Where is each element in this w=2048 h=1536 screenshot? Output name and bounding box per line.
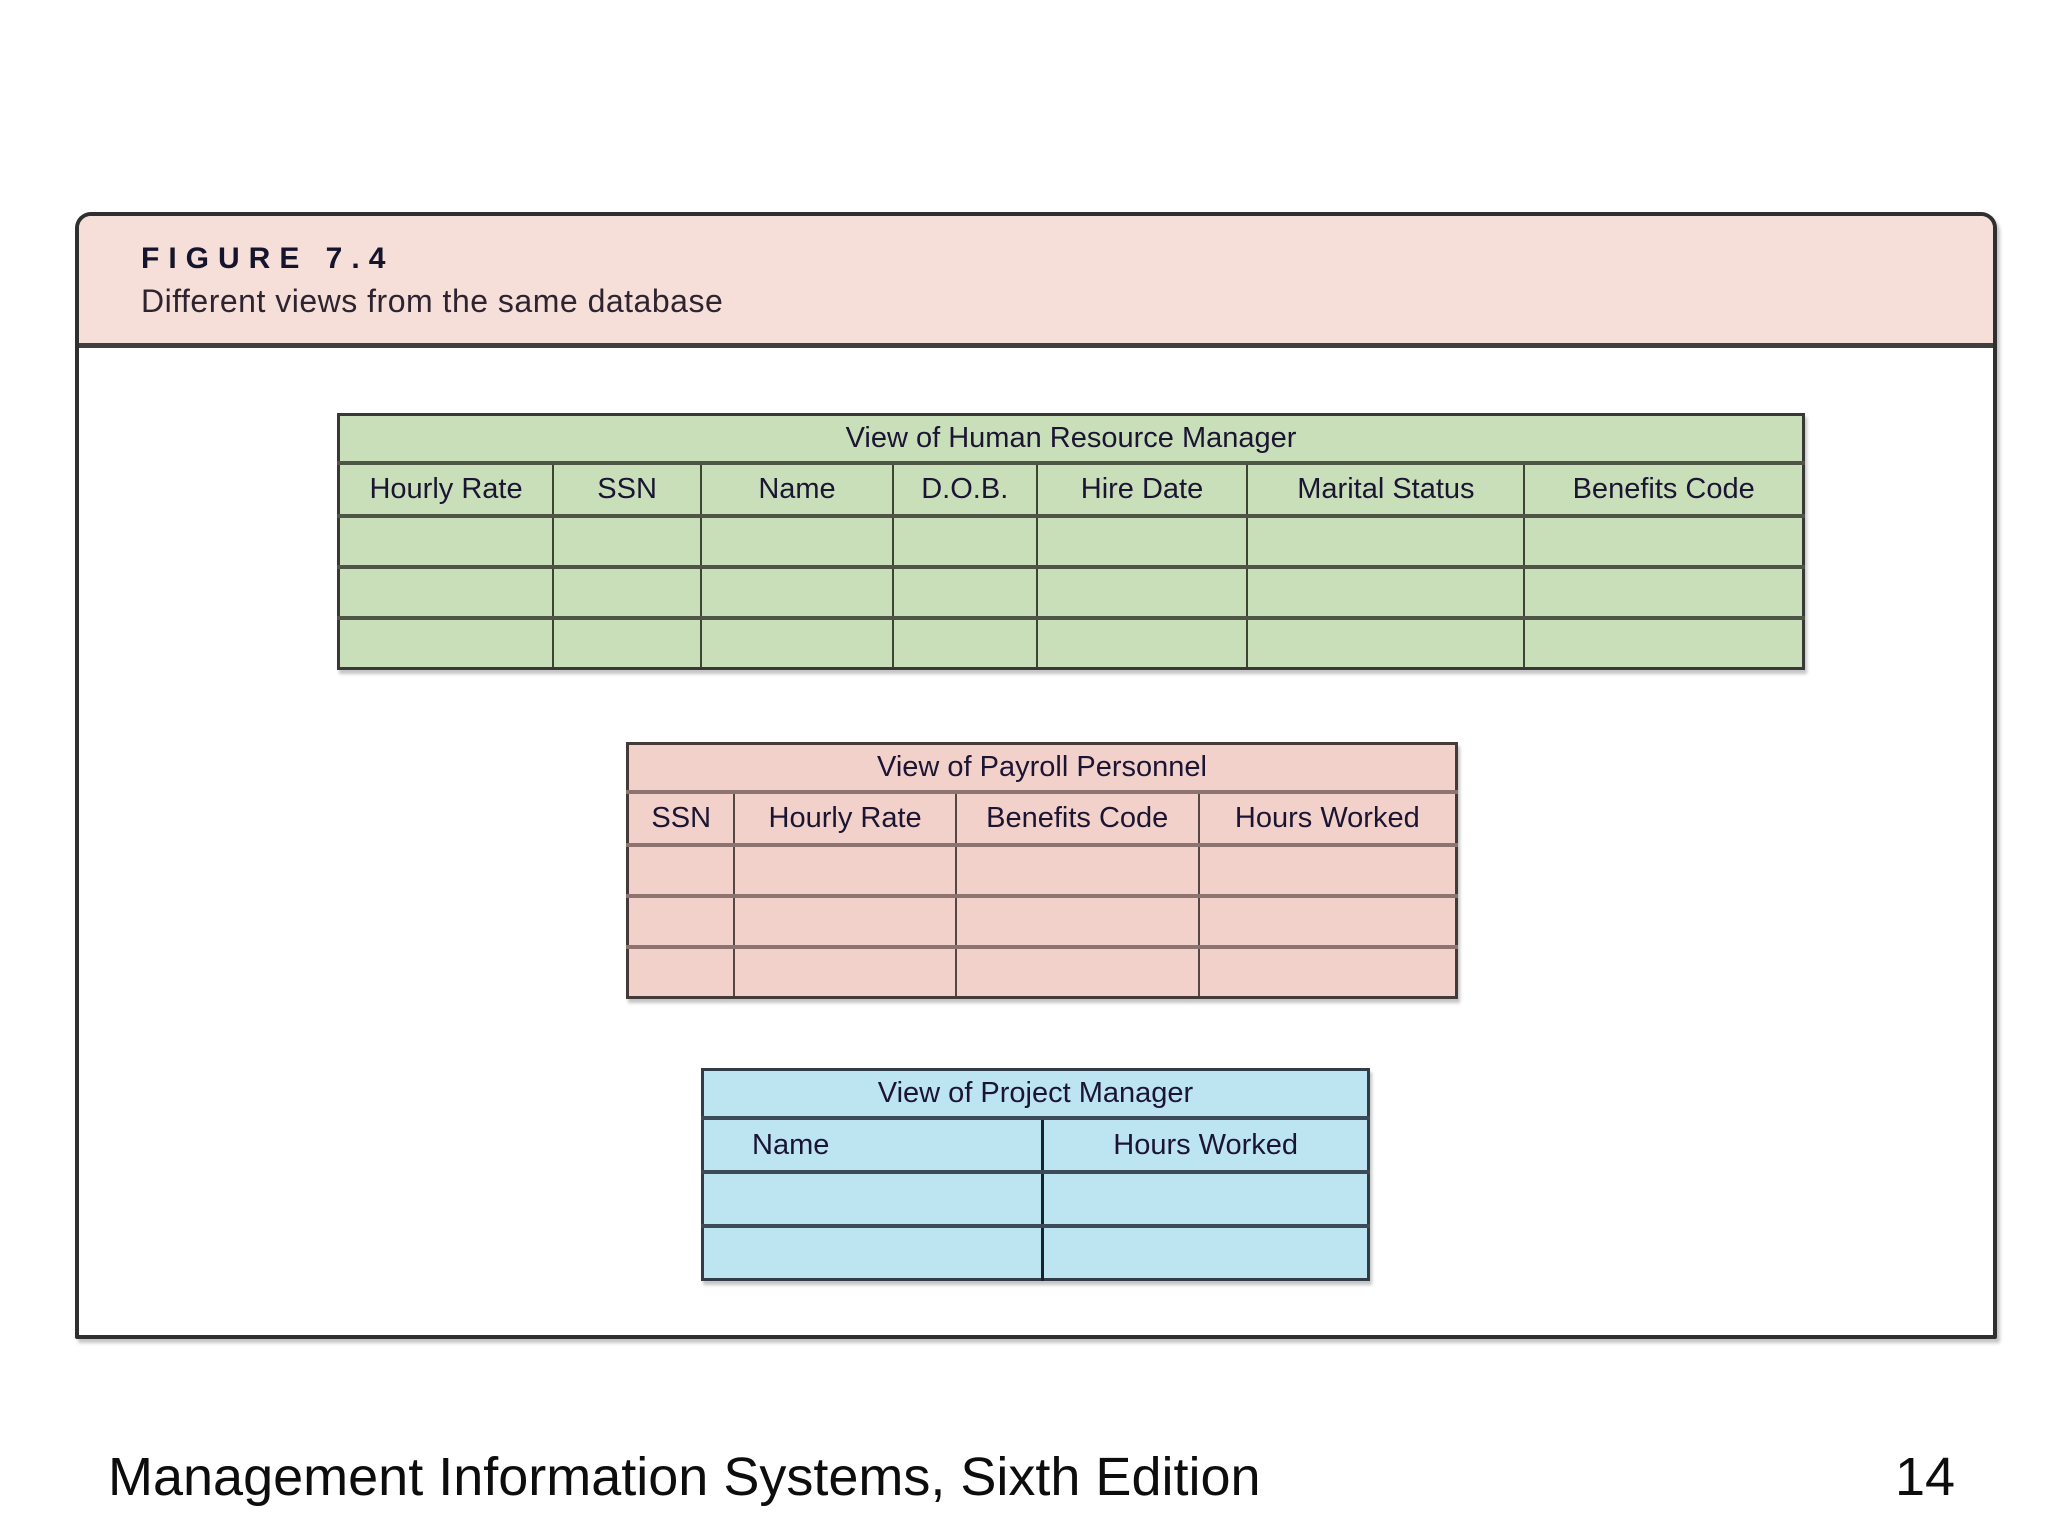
empty-cell	[552, 567, 702, 618]
empty-cell	[1523, 567, 1804, 618]
column-header-cell: Name	[700, 463, 893, 516]
figure-header-band: FIGURE 7.4 Different views from the same…	[79, 216, 1993, 348]
empty-cell	[1197, 845, 1457, 896]
table-row	[627, 896, 1457, 947]
empty-cell	[703, 1226, 1043, 1280]
column-header-cell: Hourly Rate	[733, 792, 956, 845]
project-view-table: View of Project Manager Name Hours Worke…	[701, 1068, 1370, 1281]
column-header-cell: Name	[752, 1128, 830, 1161]
empty-cell	[628, 845, 735, 896]
empty-cell	[339, 516, 554, 567]
empty-cell	[733, 947, 956, 998]
column-header-cell: Hourly Rate	[369, 473, 523, 505]
empty-cell	[1197, 896, 1457, 947]
empty-cell	[1035, 516, 1248, 567]
table-row	[338, 516, 1804, 567]
empty-cell	[700, 567, 893, 618]
column-header-cell: Marital Status	[1246, 463, 1525, 516]
table-row	[338, 618, 1804, 669]
column-header-cell: SSN	[552, 463, 702, 516]
payroll-table-header-row: SSN Hourly Rate Benefits Code Hours Work…	[627, 792, 1457, 845]
hr-view-table: View of Human Resource Manager Hourly Ra…	[337, 413, 1805, 670]
table-title: View of Project Manager	[877, 1077, 1194, 1109]
footer-book-title: Management Information Systems, Sixth Ed…	[108, 1447, 1261, 1507]
figure-caption: Different views from the same database	[141, 283, 724, 319]
empty-cell	[339, 618, 554, 669]
empty-cell	[1035, 618, 1248, 669]
column-header-cell: Hours Worked	[1041, 1118, 1369, 1172]
empty-cell	[954, 845, 1199, 896]
hr-table-title-row: View of Human Resource Manager	[339, 415, 1804, 464]
empty-cell	[700, 516, 893, 567]
empty-cell	[1523, 516, 1804, 567]
project-table-title-row: View of Project Manager	[703, 1070, 1369, 1119]
payroll-table-title-row: View of Payroll Personnel	[628, 744, 1457, 793]
table-title: View of Payroll Personnel	[877, 751, 1207, 783]
empty-cell	[552, 618, 702, 669]
column-header-cell: Benefits Code	[954, 792, 1199, 845]
empty-cell	[1035, 567, 1248, 618]
empty-cell	[703, 1172, 1043, 1226]
table-row	[702, 1226, 1369, 1280]
empty-cell	[552, 516, 702, 567]
empty-cell	[891, 516, 1037, 567]
table-title: View of Human Resource Manager	[845, 422, 1297, 454]
footer-page-number: 14	[1895, 1447, 1956, 1507]
empty-cell	[628, 947, 735, 998]
empty-cell	[1197, 947, 1457, 998]
figure-label: FIGURE 7.4	[141, 242, 395, 275]
empty-cell	[891, 567, 1037, 618]
table-row	[627, 947, 1457, 998]
column-header-cell: Hire Date	[1035, 463, 1248, 516]
hr-table-header-row: Hourly Rate SSN Name D.O.B. Hire Date Ma…	[338, 463, 1804, 516]
empty-cell	[1246, 567, 1525, 618]
empty-cell	[1523, 618, 1804, 669]
column-header-cell: Benefits Code	[1523, 463, 1804, 516]
empty-cell	[954, 947, 1199, 998]
column-header-cell: Hours Worked	[1197, 792, 1457, 845]
empty-cell	[891, 618, 1037, 669]
empty-cell	[733, 845, 956, 896]
empty-cell	[628, 896, 735, 947]
column-header-cell: SSN	[651, 802, 712, 834]
table-row	[702, 1172, 1369, 1226]
empty-cell	[954, 896, 1199, 947]
table-row	[627, 845, 1457, 896]
empty-cell	[1246, 516, 1525, 567]
table-row	[338, 567, 1804, 618]
project-table-header-row: Name Hours Worked	[702, 1118, 1369, 1172]
empty-cell	[1246, 618, 1525, 669]
empty-cell	[1041, 1172, 1369, 1226]
empty-cell	[700, 618, 893, 669]
payroll-view-table: View of Payroll Personnel SSN Hourly Rat…	[626, 742, 1458, 999]
empty-cell	[339, 567, 554, 618]
empty-cell	[733, 896, 956, 947]
empty-cell	[1041, 1226, 1369, 1280]
column-header-cell: D.O.B.	[891, 463, 1037, 516]
